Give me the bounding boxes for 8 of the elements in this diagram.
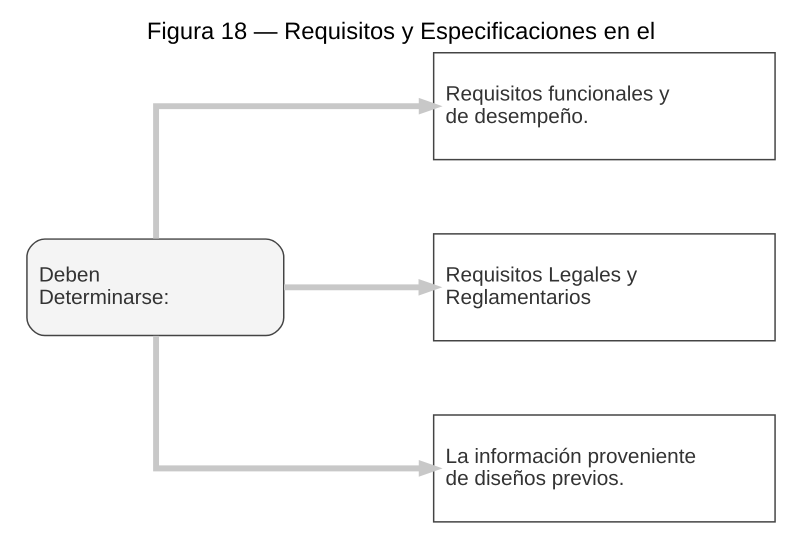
node-box: Requisitos funcionales y de desempeño. [432, 52, 776, 160]
arrow [153, 98, 443, 239]
node-box: Requisitos Legales y Reglamentarios [432, 233, 776, 342]
arrow [284, 278, 442, 296]
node-box: La información proveniente de diseños previos. [432, 414, 776, 523]
node-box: Deben Determinarse: [26, 238, 284, 336]
arrow [153, 336, 443, 477]
diagram-title: Figura 18 — Requisitos y Especificaciones en el [146, 18, 656, 46]
